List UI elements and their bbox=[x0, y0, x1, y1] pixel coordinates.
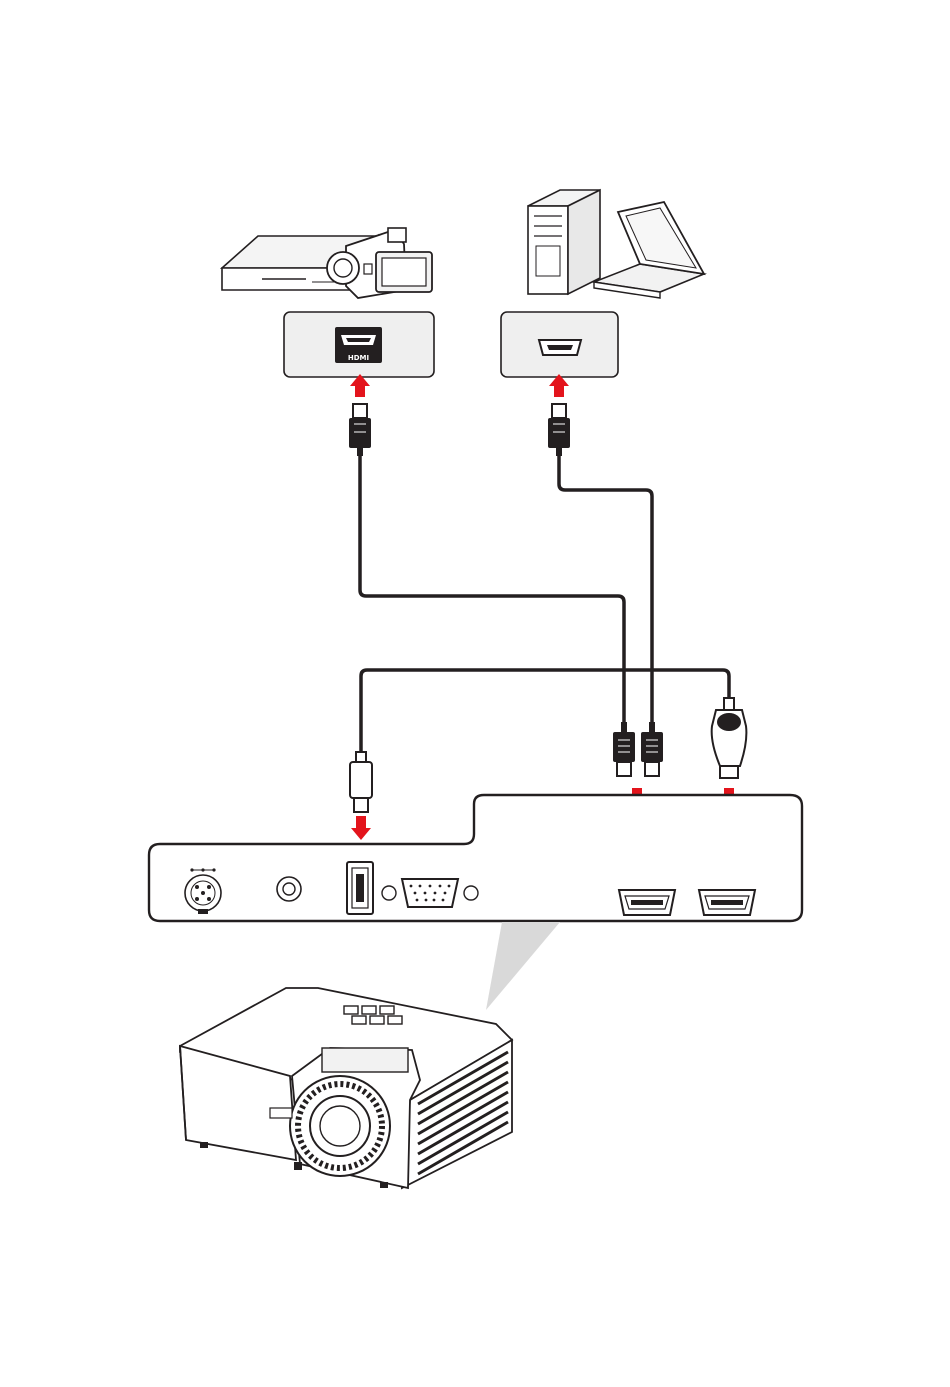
source-port-panel-left: HDMI bbox=[284, 312, 434, 377]
usb-power-cable bbox=[361, 670, 729, 754]
hdmi-cable-plug-right bbox=[548, 404, 570, 456]
usb-plug-icon bbox=[350, 752, 372, 812]
hdmi-port-2-icon bbox=[699, 890, 755, 915]
hdmi-port-1-icon bbox=[619, 890, 675, 915]
hdmi-dongle-icon bbox=[712, 698, 747, 778]
audio-out-port-icon bbox=[277, 877, 301, 901]
desktop-pc-icon bbox=[528, 190, 600, 294]
hdmi-cable-right bbox=[559, 456, 652, 724]
hdmi-port-icon bbox=[539, 340, 581, 355]
hdmi-cable-plug-down-2 bbox=[641, 722, 663, 776]
hdmi-cable-plug-left bbox=[349, 404, 371, 456]
source-port-panel-right bbox=[501, 312, 618, 377]
usb-port-icon bbox=[347, 862, 373, 914]
arrow-down-icon bbox=[351, 816, 371, 840]
hdmi-port-labeled-icon: HDMI bbox=[335, 327, 382, 363]
hdmi-cable-plug-down-1 bbox=[613, 722, 635, 776]
zoom-callout bbox=[486, 922, 560, 1010]
projector-icon bbox=[180, 988, 512, 1188]
hdmi-port-label: HDMI bbox=[348, 354, 369, 362]
hdmi-cable-left bbox=[360, 456, 624, 724]
laptop-icon bbox=[594, 202, 704, 298]
